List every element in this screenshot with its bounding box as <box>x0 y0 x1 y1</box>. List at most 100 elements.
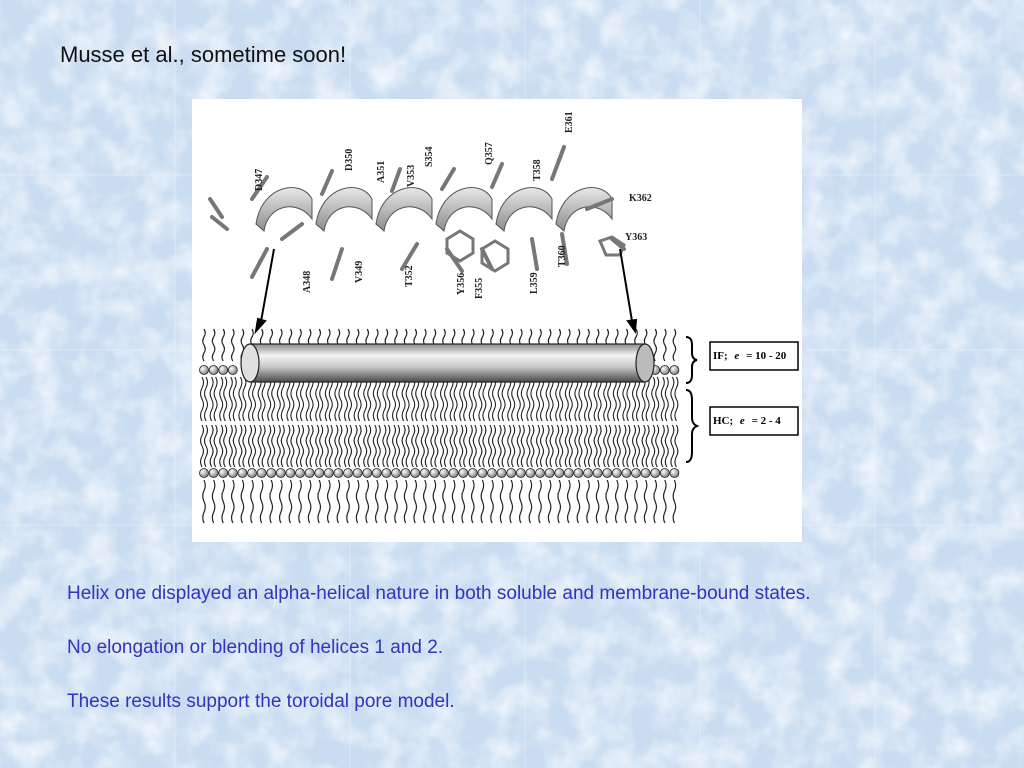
lipid-head <box>381 468 392 478</box>
lipid-tail <box>203 376 209 422</box>
lipid-tail <box>472 376 477 422</box>
lipid-tail <box>415 424 420 468</box>
lipid-tail <box>271 424 276 468</box>
lipid-tail <box>382 424 387 468</box>
lipid-tail <box>280 376 285 422</box>
residue-label: T360 <box>557 245 568 267</box>
lipid-head <box>343 468 353 478</box>
residue-label: V353 <box>406 165 417 187</box>
lipid-head <box>515 468 526 478</box>
region-braces <box>685 336 700 463</box>
lipid-head <box>227 365 238 375</box>
region-if-box: IF; e = 10 - 20 <box>709 341 799 371</box>
lipid-tail <box>453 424 458 468</box>
lipid-head <box>285 468 296 478</box>
lipid-tail <box>574 424 579 468</box>
lipid-head <box>506 468 517 478</box>
lipid-tail <box>202 479 206 524</box>
lipid-tail <box>209 376 214 422</box>
lipid-tail <box>357 424 362 468</box>
lipid-tail <box>324 424 329 468</box>
lipid-tail <box>405 424 410 468</box>
lipid-tail <box>645 376 650 422</box>
lipid-head <box>487 468 497 478</box>
region-if-epsilon: e <box>734 350 739 362</box>
lipid-tail <box>655 424 660 468</box>
lipid-tail <box>219 424 224 468</box>
lipid-tail <box>405 376 410 422</box>
lipid-tail <box>247 424 253 468</box>
lipid-tail <box>626 376 631 422</box>
lipid-tail <box>535 424 541 468</box>
lipid-tail <box>482 424 487 468</box>
svg-text:HC; e = 2 - 4: HC; e = 2 - 4 <box>713 415 781 427</box>
side-chain <box>480 247 494 271</box>
lipid-tail <box>338 376 343 422</box>
lipid-tail <box>593 376 598 422</box>
lipid-tail <box>213 424 218 468</box>
lipid-tail <box>328 424 333 468</box>
lipid-head <box>583 468 593 478</box>
lipid-tail <box>363 424 368 468</box>
lipid-tail <box>391 424 397 468</box>
lipid-tail <box>645 424 650 468</box>
lipid-tail <box>559 424 564 468</box>
lipid-tail <box>463 376 468 422</box>
residue-label: T358 <box>532 159 543 181</box>
lipid-tail <box>299 424 305 468</box>
lipid-tail <box>635 376 641 422</box>
side-chain <box>208 197 224 219</box>
lipid-tail <box>459 376 464 422</box>
lipid-tail <box>432 479 437 524</box>
lipid-tail <box>334 424 339 468</box>
lipid-head <box>659 365 670 375</box>
side-chain <box>530 237 539 271</box>
lipid-tail <box>605 479 610 524</box>
lipid-tail <box>367 424 372 468</box>
residue-label: T352 <box>404 265 415 287</box>
lipid-tail <box>660 376 665 422</box>
lipid-head <box>199 468 209 478</box>
side-chain <box>400 242 419 271</box>
lipid-tail <box>664 424 669 468</box>
lipid-tail <box>372 424 377 468</box>
lipid-tail <box>343 424 349 468</box>
lipid-tail <box>624 479 629 524</box>
lipid-head <box>227 468 238 478</box>
lipid-head <box>208 365 219 375</box>
lipid-head <box>659 468 670 478</box>
lipid-head <box>314 468 325 478</box>
lipid-tail <box>384 479 389 524</box>
lipid-head <box>525 468 536 478</box>
lipid-head <box>304 468 315 478</box>
lipid-tail <box>420 376 425 422</box>
lipid-tail <box>315 376 320 422</box>
lipid-tail <box>346 479 350 524</box>
lipid-tail <box>286 376 291 422</box>
lipid-tail <box>487 424 493 468</box>
lipid-tail <box>269 479 274 524</box>
lipid-tail <box>526 424 531 468</box>
region-if-label: IF; <box>713 350 728 362</box>
lipid-tail <box>478 424 483 468</box>
lipid-tail <box>538 479 542 524</box>
residue-label: F355 <box>474 278 485 299</box>
lipid-head <box>611 468 622 478</box>
lipid-tail <box>549 376 554 422</box>
lipid-tail <box>242 376 247 422</box>
helix-cylinder <box>240 343 655 383</box>
lipid-tail <box>511 376 516 422</box>
lipid-tail <box>545 376 550 422</box>
side-chain <box>550 145 566 181</box>
aromatic-ring <box>445 229 475 263</box>
lipid-tail <box>439 376 445 422</box>
lipid-tail <box>267 424 272 468</box>
lipid-tail <box>422 479 427 524</box>
lipid-tail <box>526 376 531 422</box>
lipid-tail <box>257 376 262 422</box>
lipid-tail <box>482 376 487 422</box>
lipid-tail <box>491 376 497 422</box>
residue-label: A351 <box>376 161 387 183</box>
lipid-tail <box>199 424 205 468</box>
